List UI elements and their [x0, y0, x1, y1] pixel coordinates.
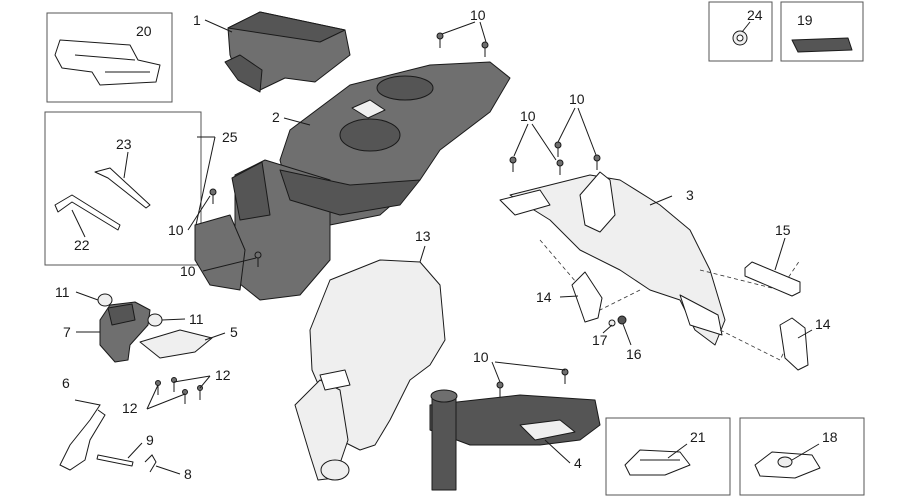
- part-22-wrench: [54, 194, 121, 231]
- part-21-clip: [624, 449, 691, 476]
- part-6-wire: [59, 399, 106, 471]
- callout-10-body-upper: 10: [168, 222, 184, 238]
- callout-16: 16: [626, 346, 642, 362]
- callout-5: 5: [230, 324, 238, 340]
- callout-8: 8: [184, 466, 192, 482]
- callout-23: 23: [116, 136, 132, 152]
- box-part-25-kit: [44, 111, 202, 266]
- part-3-rear-fender: [499, 171, 801, 361]
- callout-14-left: 14: [536, 289, 552, 305]
- callout-12-left: 12: [122, 400, 138, 416]
- box-part-20: [46, 12, 173, 103]
- callout-10-fender-left: 10: [520, 108, 536, 124]
- callout-17: 17: [592, 332, 608, 348]
- part-12-screws: [155, 377, 203, 404]
- part-1-cover: [224, 11, 351, 93]
- callout-22: 22: [74, 237, 90, 253]
- part-15-pad: [744, 261, 801, 297]
- part-24-nut: [732, 30, 748, 46]
- callout-21: 21: [690, 429, 706, 445]
- callout-11-bottom: 11: [189, 311, 204, 327]
- callout-10-fender-right: 10: [569, 91, 585, 107]
- part-14-pad-right: [779, 317, 809, 371]
- part-17-screw: [608, 319, 616, 327]
- part-7-mount: [99, 301, 151, 363]
- part-19-pad: [791, 37, 853, 53]
- part-23-screwdriver: [94, 167, 151, 209]
- callout-13: 13: [415, 228, 431, 244]
- box-part-24: [708, 1, 773, 62]
- callout-10-bracket: 10: [473, 349, 489, 365]
- part-9-pin: [96, 454, 134, 467]
- part-20-bracket: [54, 39, 161, 86]
- box-part-19: [780, 1, 864, 62]
- callout-14-right: 14: [815, 316, 831, 332]
- part-13-shield: [294, 259, 446, 481]
- callout-10-top: 10: [470, 7, 486, 23]
- callout-labels: 20 1 10 24 19 2 25 23 10 10 3 10 22 13 1…: [55, 7, 838, 482]
- part-5-plate: [139, 329, 213, 359]
- callout-20: 20: [136, 23, 152, 39]
- part-8-clip: [144, 454, 157, 473]
- callout-19: 19: [797, 12, 813, 28]
- box-part-21: [605, 417, 731, 496]
- callout-12-right: 12: [215, 367, 231, 383]
- part-4-bracket: [429, 389, 601, 491]
- callout-3: 3: [686, 187, 694, 203]
- callout-4: 4: [574, 455, 582, 471]
- part-18-clip: [754, 451, 821, 479]
- box-part-18: [739, 417, 865, 496]
- callout-10-body-lower: 10: [180, 263, 196, 279]
- callout-11-top: 11: [55, 284, 70, 300]
- part-14-pad-left: [571, 271, 603, 323]
- callout-15: 15: [775, 222, 791, 238]
- part-11-bushing-top: [97, 293, 113, 307]
- leader-lines: [71, 19, 820, 475]
- callout-18: 18: [822, 429, 838, 445]
- callout-2: 2: [272, 109, 280, 125]
- part-2-storage-body: [194, 61, 511, 301]
- part-16-nut: [617, 315, 627, 325]
- callout-6: 6: [62, 375, 70, 391]
- part-11-bushing-bottom: [147, 313, 163, 327]
- callout-25: 25: [222, 129, 238, 145]
- callout-9: 9: [146, 432, 154, 448]
- callout-7: 7: [63, 324, 71, 340]
- callout-1: 1: [193, 12, 201, 28]
- callout-24: 24: [747, 7, 763, 23]
